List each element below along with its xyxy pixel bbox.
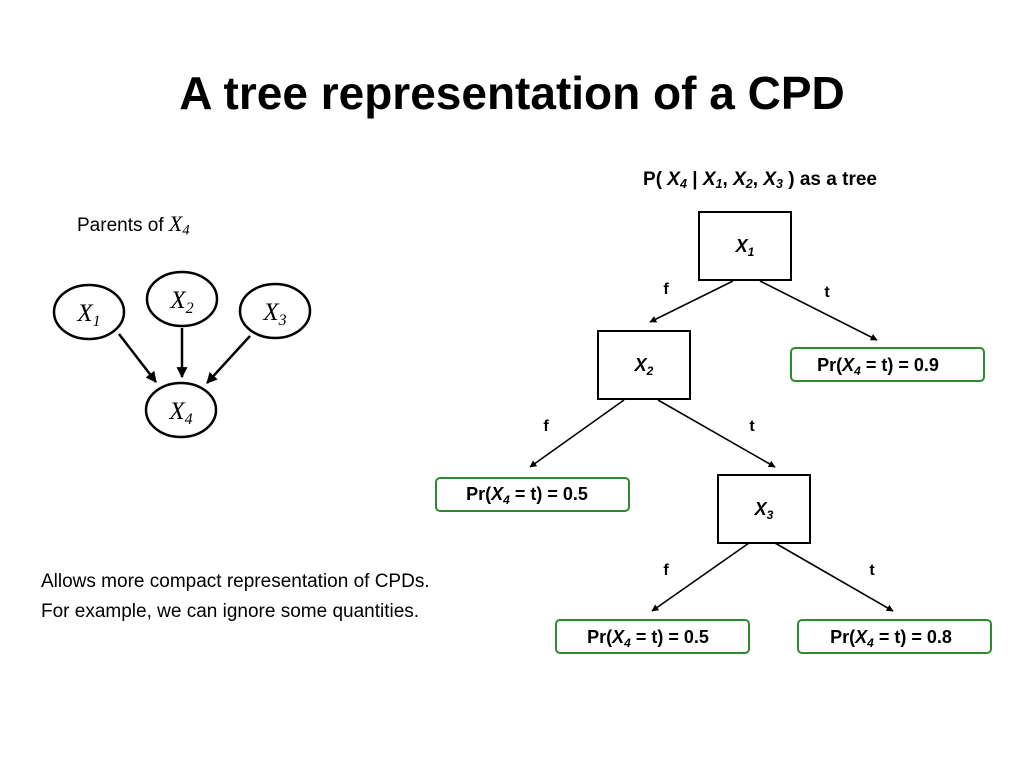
tree-leaf-d-prefix: Pr( (830, 627, 855, 647)
parents-caption-var: X4 (168, 211, 190, 239)
branch-label-d3-t: t (869, 562, 875, 579)
bn-node-x2-index: 2 (186, 300, 194, 317)
branch-label-d1-t: t (824, 284, 830, 301)
slide-title: A tree representation of a CPD (179, 67, 845, 119)
bn-edge-x1-x4 (118, 333, 157, 383)
tree-leaf-d-index: 4 (866, 636, 874, 650)
tree-leaf-d: Pr(X4 = t) = 0.8 (797, 619, 992, 654)
branch-label-d1-f: f (663, 281, 669, 298)
svg-text:Pr(X4 = t) = 0.5: Pr(X4 = t) = 0.5 (466, 484, 588, 507)
parents-caption: Parents of X4 (77, 211, 190, 240)
tree-title-x1-index: 1 (715, 177, 723, 192)
tree-node-x2-letter: X (634, 355, 648, 375)
bn-node-x1-letter: X (76, 300, 94, 327)
tree-leaf-b-suffix: = t) = 0.5 (510, 484, 588, 504)
branch-label-d2-f: f (543, 418, 549, 435)
svg-text:X3: X3 (754, 499, 774, 522)
tree-title-x4: X4 (667, 169, 687, 192)
svg-text:X2: X2 (634, 355, 654, 378)
tree-edge-d2-d3 (657, 399, 776, 468)
tree-title-x2-index: 2 (745, 177, 753, 192)
tree-title-x3: X3 (763, 169, 783, 192)
tree-title-x2: X2 (733, 169, 753, 192)
bn-node-x1: X1 (52, 283, 126, 341)
svg-text:Pr(X4 = t) = 0.5: Pr(X4 = t) = 0.5 (587, 627, 709, 650)
tree-node-x3: X3 (717, 474, 811, 544)
svg-text:X2: X2 (169, 287, 193, 317)
bn-node-x1-index: 1 (93, 313, 101, 330)
tree-node-x3-letter: X (754, 499, 768, 519)
tree-leaf-b-index: 4 (502, 493, 510, 507)
tree-leaf-b: Pr(X4 = t) = 0.5 (435, 477, 630, 512)
tree-leaf-a-index: 4 (853, 364, 861, 378)
tree-title-bar: | (686, 169, 703, 190)
parents-caption-var-index: 4 (182, 222, 190, 239)
tree-title-x4-index: 4 (679, 177, 687, 192)
svg-text:Pr(X4 = t) = 0.9: Pr(X4 = t) = 0.9 (817, 355, 939, 378)
bn-node-x2: X2 (145, 270, 219, 328)
tree-leaf-b-var: X (490, 484, 504, 504)
tree-leaf-c-index: 4 (623, 636, 631, 650)
svg-text:X1: X1 (735, 236, 755, 259)
bn-node-x4: X4 (144, 381, 218, 439)
branch-label-d3-f: f (663, 562, 669, 579)
tree-leaf-d-var: X (854, 627, 868, 647)
tree-node-x2-index: 2 (646, 364, 654, 378)
tree-title-suffix: ) as a tree (782, 169, 877, 190)
tree-title-comma-1: , (722, 169, 734, 190)
tree-leaf-c-prefix: Pr( (587, 627, 612, 647)
tree-edge-d1-leaf-a (759, 280, 878, 341)
tree-node-x1: X1 (698, 211, 792, 281)
bn-node-x2-letter: X (169, 287, 187, 314)
tree-leaf-c: Pr(X4 = t) = 0.5 (555, 619, 750, 654)
branch-label-d2-t: t (749, 418, 755, 435)
bn-node-x4-index: 4 (185, 411, 193, 428)
tree-edge-d2-leaf-b (529, 399, 625, 468)
tree-title-x3-letter: X (763, 169, 776, 190)
note-line-1: Allows more compact representation of CP… (41, 571, 430, 592)
svg-text:X4: X4 (168, 398, 192, 428)
tree-leaf-a-suffix: = t) = 0.9 (861, 355, 939, 375)
parents-caption-text: Parents of (77, 215, 169, 236)
svg-text:Pr(X4 = t) = 0.8: Pr(X4 = t) = 0.8 (830, 627, 952, 650)
tree-title-x3-index: 3 (776, 177, 783, 192)
tree-edge-d3-leaf-d (774, 542, 894, 612)
tree-node-x1-index: 1 (748, 245, 755, 259)
svg-text:X1: X1 (76, 300, 100, 330)
parents-caption-var-letter: X (168, 211, 183, 236)
svg-text:X3: X3 (262, 299, 286, 329)
tree-leaf-c-suffix: = t) = 0.5 (631, 627, 709, 647)
tree-leaf-a: Pr(X4 = t) = 0.9 (790, 347, 985, 382)
tree-title-p: P( (643, 169, 668, 190)
tree-title-x4-letter: X (667, 169, 680, 190)
tree-title: P( X4 | X1, X2, X3 ) as a tree (560, 169, 960, 191)
tree-leaf-a-var: X (841, 355, 855, 375)
bn-node-x3-letter: X (262, 299, 280, 326)
tree-title-x1-letter: X (702, 169, 716, 190)
tree-title-x1: X1 (702, 169, 723, 192)
tree-leaf-b-prefix: Pr( (466, 484, 491, 504)
tree-edge-d3-leaf-c (651, 542, 750, 612)
tree-leaf-c-var: X (611, 627, 625, 647)
note-line-2: For example, we can ignore some quantiti… (41, 601, 420, 622)
bn-edge-x3-x4 (206, 335, 251, 384)
tree-title-comma-2: , (752, 169, 764, 190)
bn-node-x3-index: 3 (278, 312, 287, 329)
tree-title-x2-letter: X (733, 169, 746, 190)
tree-leaf-d-suffix: = t) = 0.8 (874, 627, 952, 647)
tree-node-x2: X2 (597, 330, 691, 400)
bn-node-x3: X3 (238, 282, 312, 340)
tree-node-x1-letter: X (735, 236, 749, 256)
tree-node-x3-index: 3 (767, 508, 774, 522)
bn-node-x4-letter: X (168, 398, 186, 425)
tree-leaf-a-prefix: Pr( (817, 355, 842, 375)
tree-edge-d1-d2 (649, 280, 734, 323)
